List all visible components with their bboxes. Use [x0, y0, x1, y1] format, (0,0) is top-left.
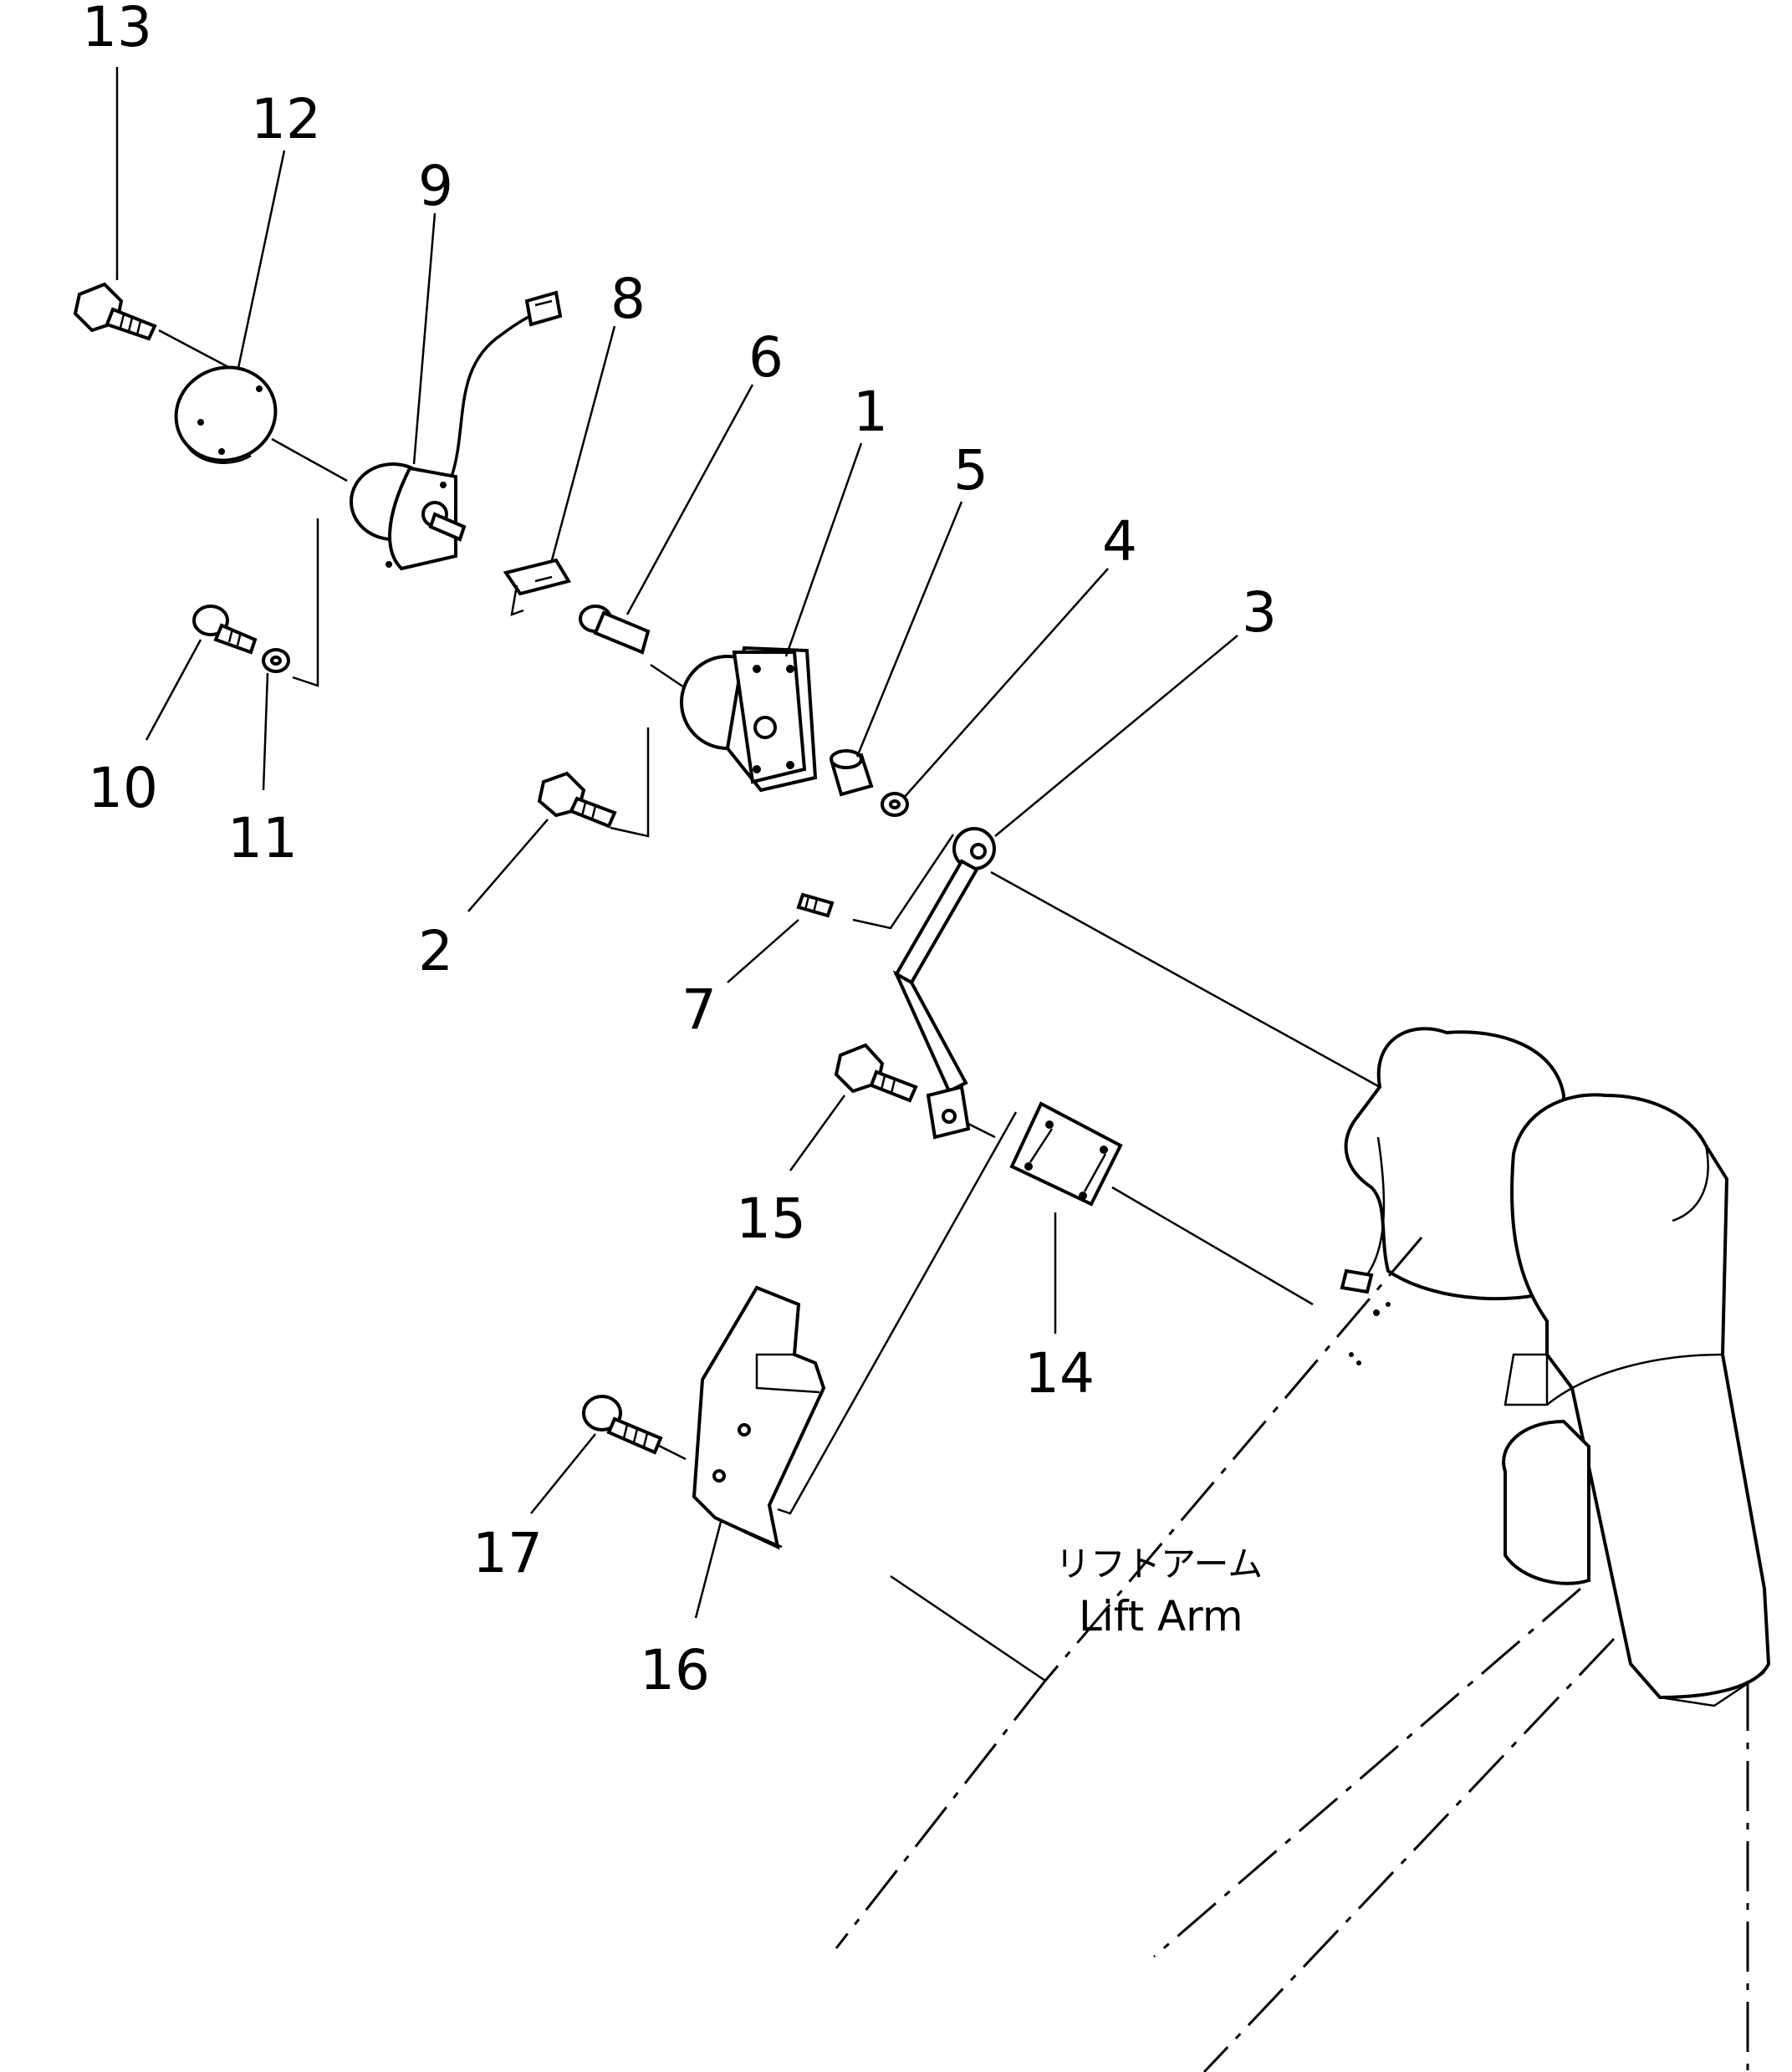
lift-arm	[835, 1027, 1771, 2072]
caption-english: Lift Arm	[1079, 1592, 1243, 1641]
part-8-clip	[503, 558, 572, 616]
part-3-lever	[892, 827, 996, 1140]
callout-8: 8	[610, 267, 646, 331]
part-5-bushing	[830, 749, 874, 797]
part-14-plate	[1009, 1101, 1123, 1207]
caption-japanese: リフトアーム	[1055, 1544, 1263, 1585]
callout-12: 12	[251, 87, 321, 151]
callout-6: 6	[748, 325, 784, 390]
part-2-bolt	[537, 771, 617, 829]
callout-3: 3	[1242, 580, 1277, 645]
callout-11: 11	[227, 806, 298, 870]
callout-10: 10	[88, 756, 158, 820]
callout-16: 16	[640, 1638, 710, 1702]
part-1-housing	[680, 646, 818, 793]
lift-arm-caption: リフトアーム Lift Arm	[1055, 1544, 1263, 1641]
callout-4: 4	[1102, 509, 1137, 574]
part-10-bolt	[192, 605, 258, 655]
part-13-bolt	[73, 282, 157, 341]
part-4-washer	[881, 792, 909, 817]
callout-17: 17	[472, 1521, 543, 1585]
callout-1: 1	[853, 380, 888, 444]
callout-5: 5	[953, 438, 988, 503]
callout-15: 15	[736, 1187, 806, 1251]
callout-13: 13	[82, 0, 152, 59]
part-11-washer	[262, 648, 290, 673]
part-16-bracket	[692, 1285, 826, 1550]
callout-2: 2	[418, 919, 453, 983]
part-9-sensor	[350, 290, 563, 571]
callout-9: 9	[418, 154, 453, 218]
leader-lines	[115, 67, 1238, 1619]
part-6-pin	[579, 605, 651, 655]
part-15-bolt	[834, 1043, 918, 1103]
callout-labels: 13 12 9 8 6 1 5 4 3 10 11 2 7 15 14 17 1…	[82, 0, 1277, 1702]
part-7-screw	[796, 892, 835, 918]
part-12-cover	[174, 365, 278, 464]
callout-14: 14	[1024, 1341, 1095, 1406]
callout-7: 7	[682, 977, 717, 1042]
part-17-bolt	[582, 1395, 663, 1455]
